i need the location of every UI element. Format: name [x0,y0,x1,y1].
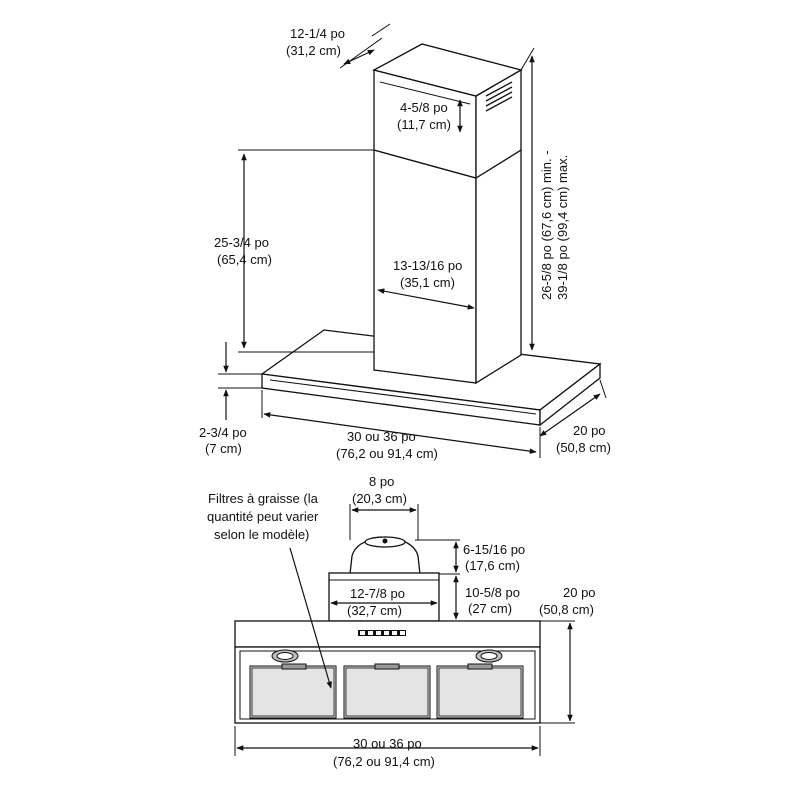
dim-lower-chimney-height: 25-3/4 po (65,4 cm) [214,149,374,353]
hood-width-label-cm: (76,2 ou 91,4 cm) [333,754,435,769]
filters-note-line-3: selon le modèle) [214,527,309,542]
vent-slots [485,81,513,112]
chimney-depth-label-in: 13-13/16 po [393,258,462,273]
blower-height-label-cm: (17,6 cm) [465,558,520,573]
dim-blower-height: 6-15/16 po (17,6 cm) [415,539,525,575]
canopy-width-label-in: 30 ou 36 po [347,429,416,444]
dim-chimney-depth: 13-13/16 po (35,1 cm) [377,258,475,310]
total-height-label-max: 39-1/8 po (99,4 cm) max. [555,155,570,300]
canopy-width-label-cm: (76,2 ou 91,4 cm) [336,446,438,461]
collar-width-label-cm: (32,7 cm) [347,603,402,618]
canopy-thickness-label-in: 2-3/4 po [199,425,247,440]
total-height-label-min: 26-5/8 po (67,6 cm) min. - [539,150,554,300]
upper-gap-label-cm: (11,7 cm) [397,117,451,132]
hood-width-label-in: 30 ou 36 po [353,736,422,751]
lower-chimney-side [475,148,522,385]
dim-canopy-depth: 20 po (50,8 cm) [539,379,611,455]
dim-chimney-total-height: 26-5/8 po (67,6 cm) min. - 39-1/8 po (99… [520,47,570,351]
canopy-depth-label-in: 20 po [573,423,606,438]
blower-width-label-in: 8 po [369,474,394,489]
canopy-depth-label-cm: (50,8 cm) [556,440,611,455]
hood-depth-label-cm: (50,8 cm) [539,602,594,617]
blower-height-label-in: 6-15/16 po [463,542,525,557]
hood-perspective-drawing [260,43,602,427]
exhaust-collar [328,572,440,622]
blower-width-label-cm: (20,3 cm) [352,491,407,506]
dim-hood-width: 30 ou 36 po (76,2 ou 91,4 cm) [234,726,541,769]
dim-blower-width: 8 po (20,3 cm) [349,474,419,540]
filters-note-line-1: Filtres à graisse (la [208,491,319,506]
hood-front-drawing [234,536,541,724]
lower-height-label-in: 25-3/4 po [214,235,269,250]
collar-width-label-in: 12-7/8 po [350,586,405,601]
dim-canopy-thickness: 2-3/4 po (7 cm) [199,342,262,456]
dim-collar-height: 10-5/8 po (27 cm) [439,575,520,622]
canopy-thickness-label-cm: (7 cm) [205,441,242,456]
filters-note-line-2: quantité peut varier [207,509,319,524]
dim-canopy-width: 30 ou 36 po (76,2 ou 91,4 cm) [261,390,541,461]
control-buttons [358,630,406,636]
dim-upper-gap: 4-5/8 po (11,7 cm) [397,99,463,133]
chimney-width-label-in: 12-1/4 po [290,26,345,41]
filters-callout: Filtres à graisse (la quantité peut vari… [207,491,332,689]
dim-chimney-width: 12-1/4 po (31,2 cm) [286,23,391,69]
hood-depth-label-in: 20 po [563,585,596,600]
chimney-width-label-cm: (31,2 cm) [286,43,341,58]
grease-filter-right [436,663,524,719]
collar-height-label-in: 10-5/8 po [465,585,520,600]
upper-gap-label-in: 4-5/8 po [400,100,448,115]
lower-height-label-cm: (65,4 cm) [217,252,272,267]
grease-filter-middle [343,663,431,719]
chimney-depth-label-cm: (35,1 cm) [400,275,455,290]
grease-filter-left [249,663,337,719]
dim-collar-width: 12-7/8 po (32,7 cm) [330,586,438,618]
collar-height-label-cm: (27 cm) [468,601,512,616]
dim-hood-depth: 20 po (50,8 cm) [539,585,596,724]
